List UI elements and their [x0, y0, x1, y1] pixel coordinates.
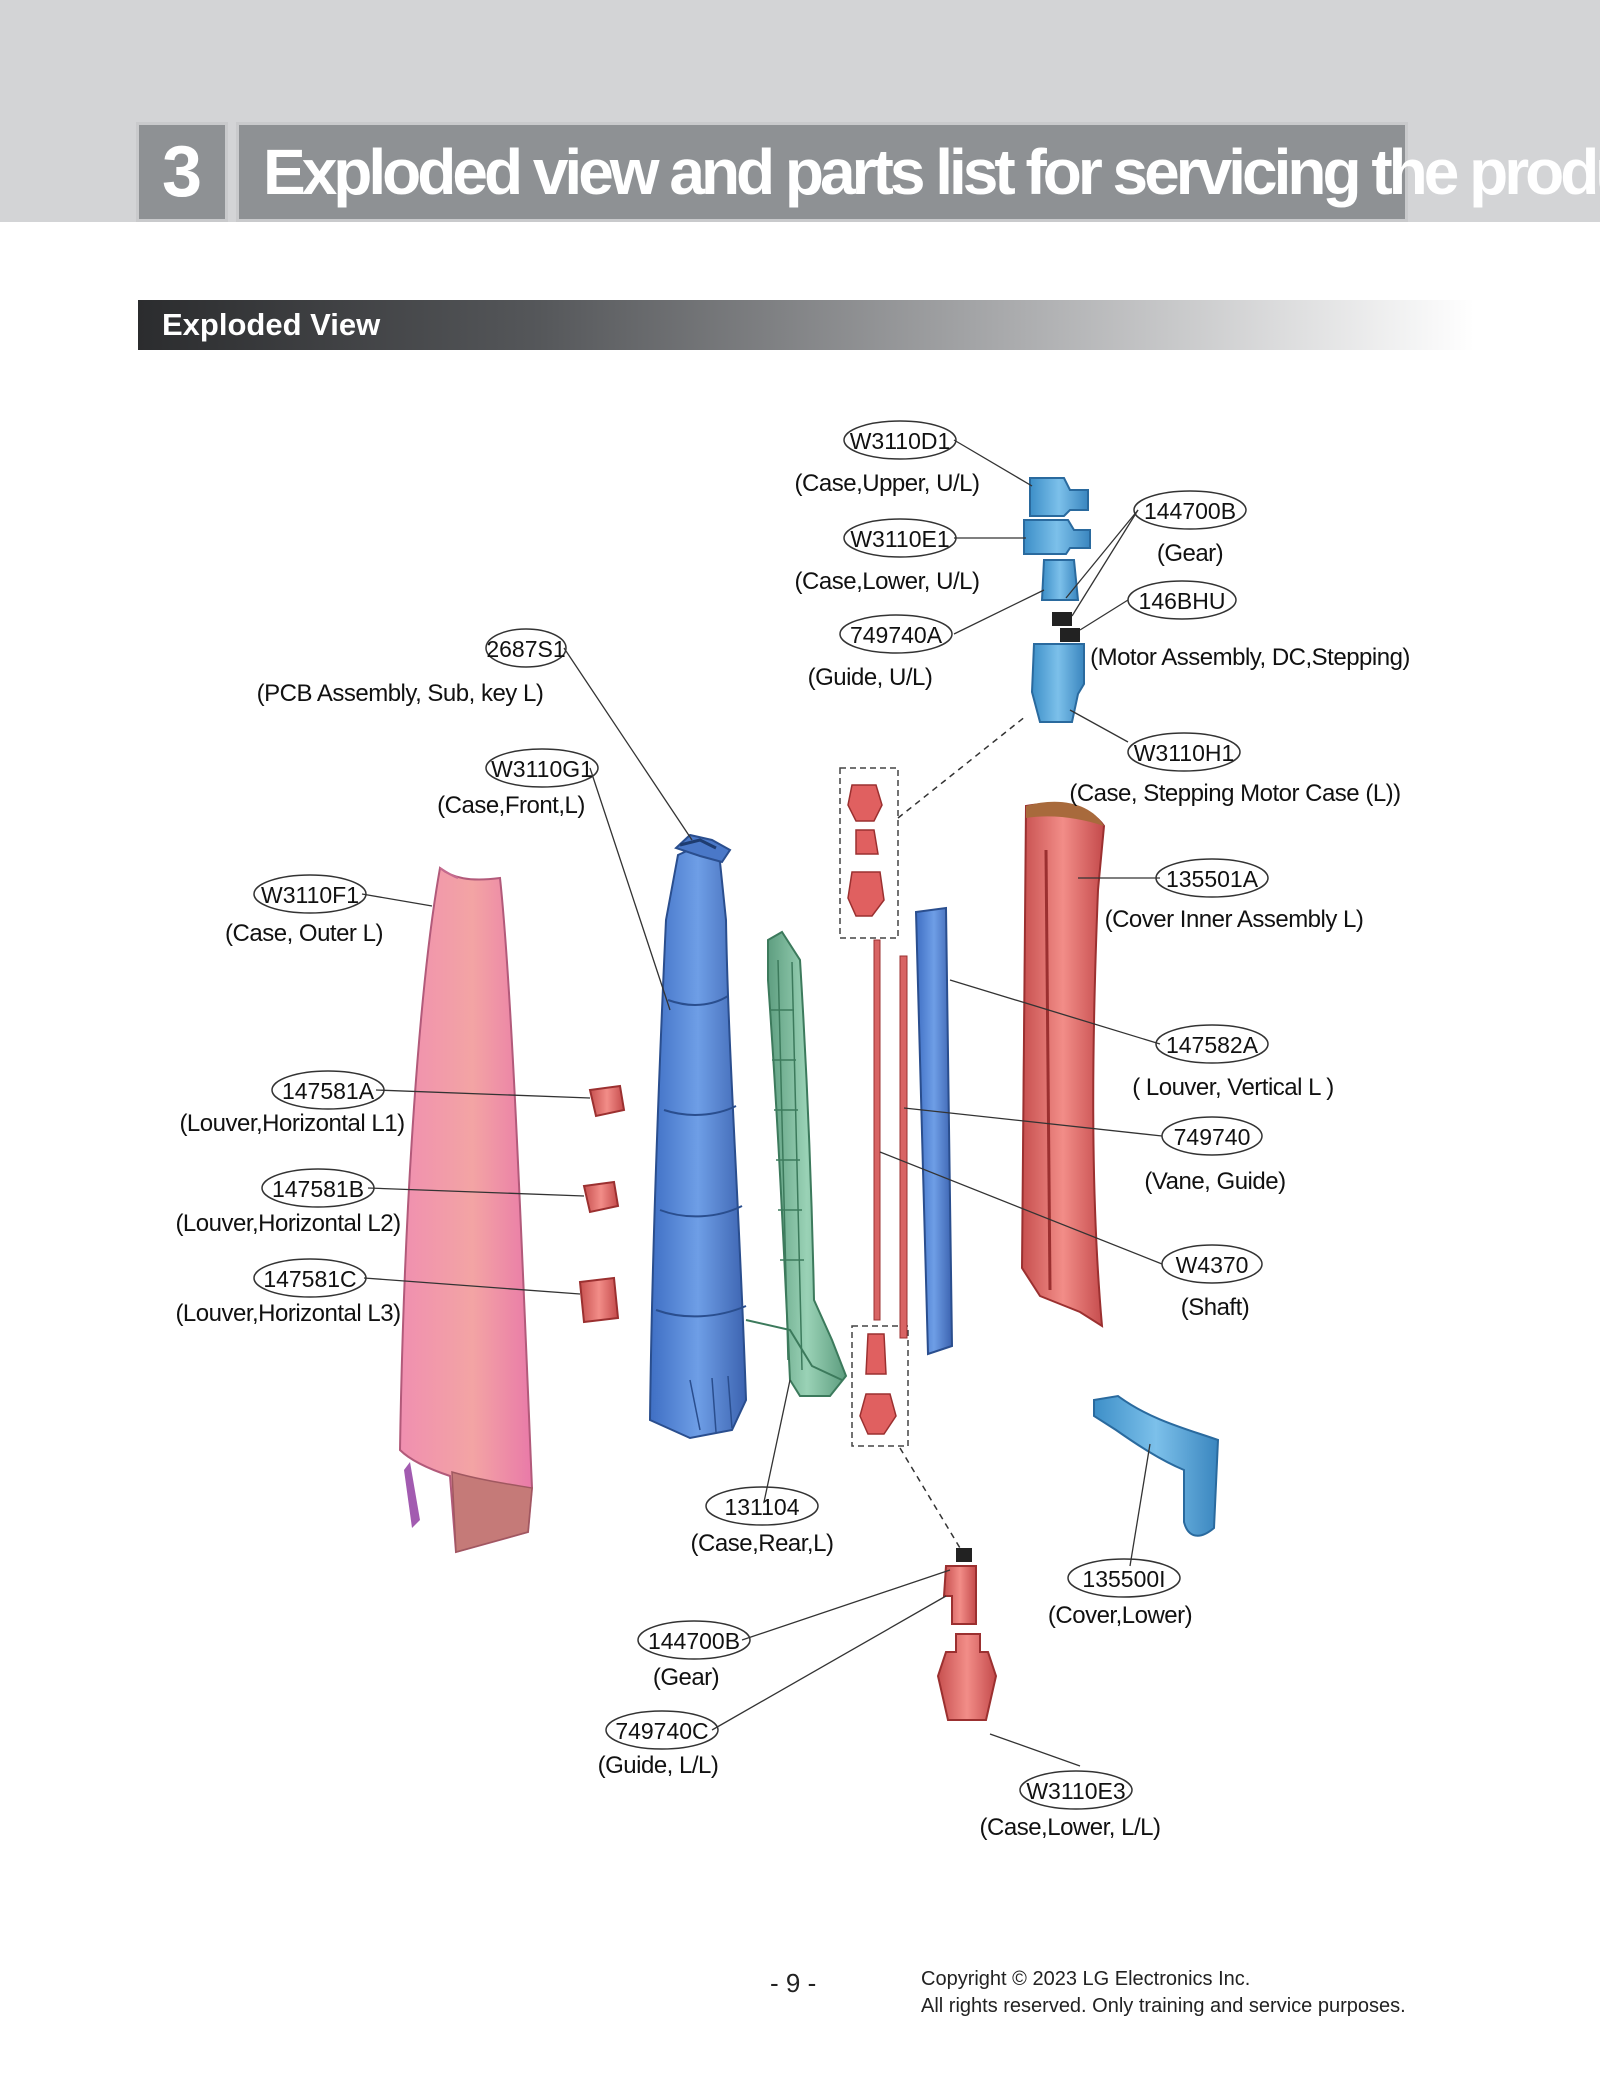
part-code-146bhu: 146BHU — [1138, 588, 1226, 614]
part-code-147581b: 147581B — [271, 1176, 365, 1202]
part-code-w3110f1: W3110F1 — [260, 882, 359, 908]
part-desc-147581a: (Louver,Horizontal L1) — [179, 1110, 405, 1137]
copyright-notice: Copyright © 2023 LG Electronics Inc. All… — [921, 1966, 1406, 2020]
part-desc-2687s1: (PCB Assembly, Sub, key L) — [256, 680, 544, 707]
part-desc-146bhu: (Motor Assembly, DC,Stepping) — [1090, 644, 1410, 671]
cover-inner-assembly-part — [1020, 801, 1106, 1328]
cover-lower-part — [1093, 1394, 1220, 1537]
part-code-2687s1: 2687S1 — [486, 636, 566, 662]
louver-vertical-part — [914, 906, 954, 1356]
section-title: Exploded View — [162, 307, 381, 342]
part-code-147582a: 147582A — [1165, 1032, 1259, 1058]
part-desc-w3110f1: (Case, Outer L) — [225, 920, 383, 947]
part-code-w3110e1: W3110E1 — [850, 526, 950, 552]
chapter-title: Exploded view and parts list for servici… — [236, 122, 1600, 222]
lower-motor-stack — [936, 1548, 998, 1721]
part-desc-135500i: (Cover,Lower) — [1047, 1602, 1193, 1629]
part-code-147581c: 147581C — [263, 1266, 357, 1292]
upper-motor-stack — [1023, 477, 1091, 723]
leader-lines — [361, 439, 1163, 1767]
part-code-w3110g1: W3110G1 — [491, 756, 593, 782]
page-number: - 9 - — [770, 1968, 817, 1998]
front-case-part — [648, 833, 748, 1440]
part-code-w3110d1: W3110D1 — [849, 428, 951, 454]
part-code-749740: 749740 — [1173, 1124, 1251, 1150]
copyright-line-2: All rights reserved. Only training and s… — [921, 1995, 1406, 2017]
part-code-131104: 131104 — [724, 1494, 800, 1520]
part-code-w3110h1: W3110H1 — [1133, 740, 1235, 766]
part-desc-w3110g1: (Case,Front,L) — [437, 792, 585, 819]
lower-guide-assembly — [851, 1325, 909, 1447]
part-desc-749740: (Vane, Guide) — [1144, 1168, 1286, 1195]
part-code-w4370: W4370 — [1175, 1252, 1249, 1278]
part-code-147581a: 147581A — [281, 1078, 375, 1104]
part-desc-147581c: (Louver,Horizontal L3) — [175, 1300, 401, 1327]
part-desc-131104: (Case,Rear,L) — [690, 1530, 834, 1557]
part-code-135501a: 135501A — [1165, 866, 1259, 892]
louver-horizontal-l1-part — [588, 1084, 626, 1118]
part-code-w3110e3: W3110E3 — [1026, 1778, 1126, 1804]
dashed-connectors — [897, 715, 1027, 1549]
louver-horizontal-l2-part — [582, 1180, 620, 1214]
louver-horizontal-l3-part — [578, 1276, 620, 1324]
part-code-749740c: 749740C — [615, 1718, 709, 1744]
part-code-144700b-upper: 144700B — [1143, 498, 1237, 524]
chapter-number: 3 — [136, 122, 228, 222]
part-code-135500i: 135500I — [1082, 1566, 1166, 1592]
part-desc-147581b: (Louver,Horizontal L2) — [175, 1210, 401, 1237]
shaft-part — [873, 939, 908, 1339]
part-desc-w3110e3: (Case,Lower, L/L) — [979, 1814, 1161, 1841]
part-desc-135501a: (Cover Inner Assembly L) — [1104, 906, 1364, 933]
part-desc-w3110d1: (Case,Upper, U/L) — [794, 470, 980, 497]
part-desc-w3110h1: (Case, Stepping Motor Case (L)) — [1069, 780, 1401, 807]
outer-case-part — [398, 866, 534, 1554]
part-code-144700b-lower: 144700B — [647, 1628, 741, 1654]
part-desc-144700b-upper: (Gear) — [1156, 540, 1224, 567]
section-header: Exploded View — [138, 300, 1474, 350]
part-desc-w4370: (Shaft) — [1180, 1294, 1250, 1321]
part-code-ovals — [253, 420, 1269, 1810]
copyright-line-1: Copyright © 2023 LG Electronics Inc. — [921, 1968, 1251, 1990]
part-desc-749740c: (Guide, L/L) — [597, 1752, 719, 1779]
part-desc-749740a: (Guide, U/L) — [807, 664, 933, 691]
upper-guide-assembly — [839, 767, 899, 939]
part-desc-144700b-lower: (Gear) — [652, 1664, 720, 1691]
rear-case-part — [745, 930, 848, 1397]
part-desc-147582a: ( Louver, Vertical L ) — [1132, 1074, 1334, 1101]
part-code-749740a: 749740A — [849, 622, 943, 648]
part-desc-w3110e1: (Case,Lower, U/L) — [794, 568, 980, 595]
